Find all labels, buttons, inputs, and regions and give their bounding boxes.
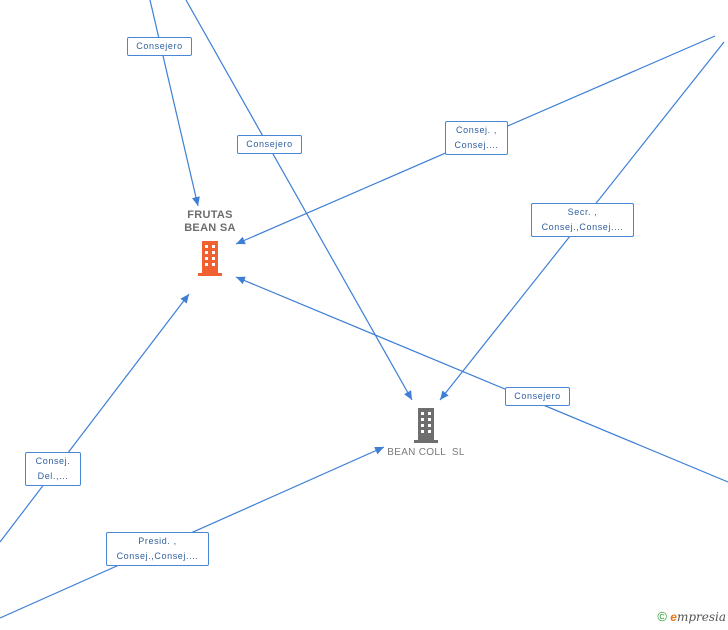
edge-line <box>0 293 190 543</box>
edge-line <box>235 276 728 483</box>
edge-label[interactable]: Consej. Del.,... <box>25 452 81 486</box>
building-icon <box>414 408 438 443</box>
edge-label[interactable]: Secr. , Consej.,Consej.... <box>531 203 634 237</box>
edge-label-line: Del.,... <box>37 471 69 481</box>
building-icon <box>198 241 222 276</box>
company-name: BEAN COLL SL <box>387 447 465 458</box>
empresia-watermark: © empresia <box>657 609 726 624</box>
edge-label[interactable]: Consejero <box>237 135 302 154</box>
company-node-bean-coll[interactable]: BEAN COLL SL <box>374 406 478 459</box>
brand-logo-e: e <box>670 610 677 624</box>
edge-label-line: Consej.... <box>454 140 499 150</box>
edge-line <box>185 0 413 401</box>
edge-label-line: Consejero <box>514 391 561 401</box>
edge-label-line: Consej. <box>35 456 71 466</box>
edge-label[interactable]: Consejero <box>127 37 192 56</box>
edge-label[interactable]: Consejero <box>505 387 570 406</box>
edge-label-line: Consej. , <box>456 125 497 135</box>
copyright-symbol: © <box>657 609 667 624</box>
company-name: BEAN SA <box>184 222 236 234</box>
company-node-frutas-bean[interactable]: FRUTAS BEAN SA <box>172 209 248 277</box>
brand-logo-text: mpresia <box>676 610 726 624</box>
edge-label[interactable]: Consej. , Consej.... <box>445 121 508 155</box>
edge-label-line: Consejero <box>136 41 183 51</box>
edge-label-line: Consejero <box>246 139 293 149</box>
edge-line <box>149 0 200 207</box>
company-name: FRUTAS <box>187 209 233 221</box>
edge-label-line: Presid. , <box>138 536 177 546</box>
edge-label-line: Secr. , <box>567 207 598 217</box>
edge-label-line: Consej.,Consej.... <box>541 222 624 232</box>
edge-label-line: Consej.,Consej.... <box>116 551 199 561</box>
edge-label[interactable]: Presid. , Consej.,Consej.... <box>106 532 209 566</box>
